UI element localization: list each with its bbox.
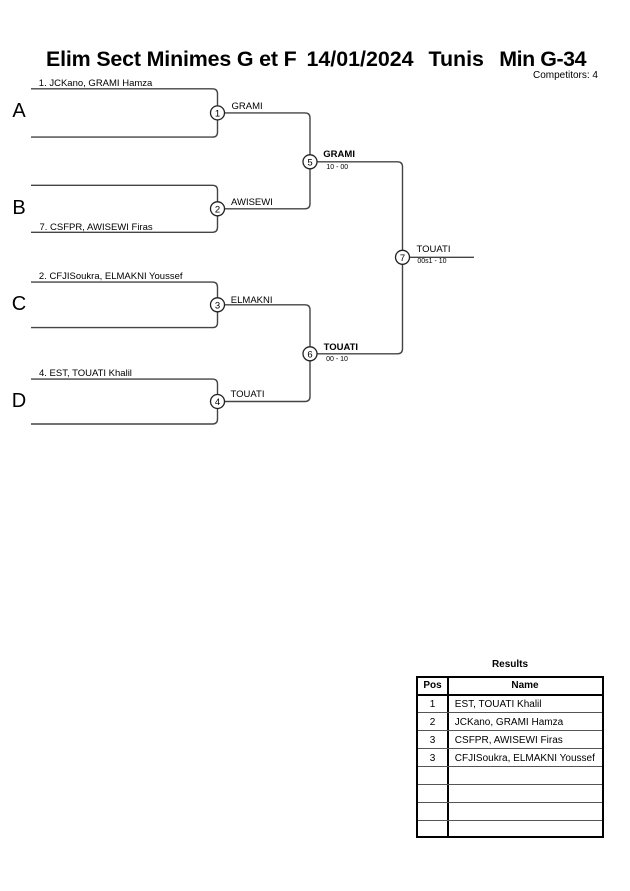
svg-text:2: 2 [215,204,220,215]
svg-text:4: 4 [215,397,220,408]
svg-text:6: 6 [307,349,312,360]
svg-text:3: 3 [215,300,220,311]
svg-text:7: 7 [400,253,405,264]
svg-text:5: 5 [307,157,312,168]
svg-text:1: 1 [215,108,220,119]
